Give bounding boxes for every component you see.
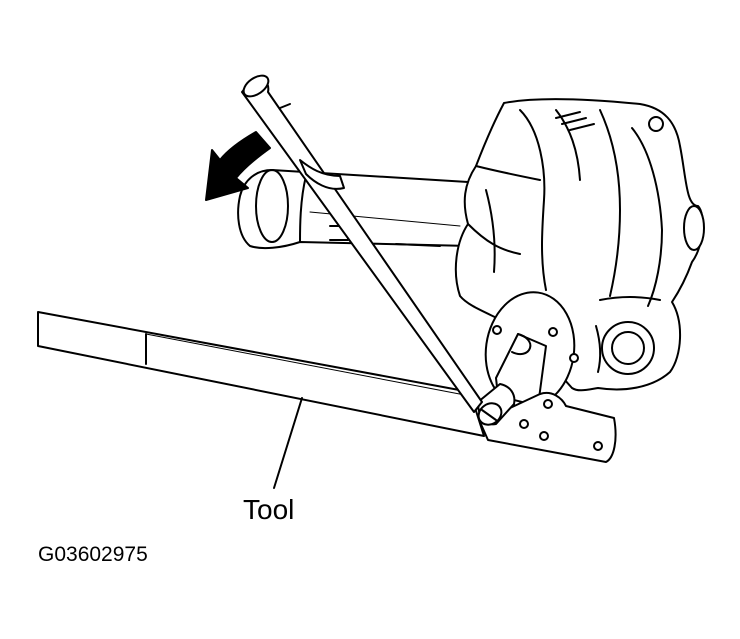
tool-leader-line — [273, 397, 303, 489]
wrench-handle — [241, 74, 483, 413]
tool-label: Tool — [243, 494, 295, 525]
axle-tube — [237, 169, 471, 250]
socket — [477, 383, 516, 426]
figure-code: G03602975 — [38, 543, 148, 566]
tool-mounting-plate — [479, 392, 617, 463]
holding-bar-tool — [37, 311, 485, 437]
arrow-curved-left-icon — [205, 131, 271, 201]
